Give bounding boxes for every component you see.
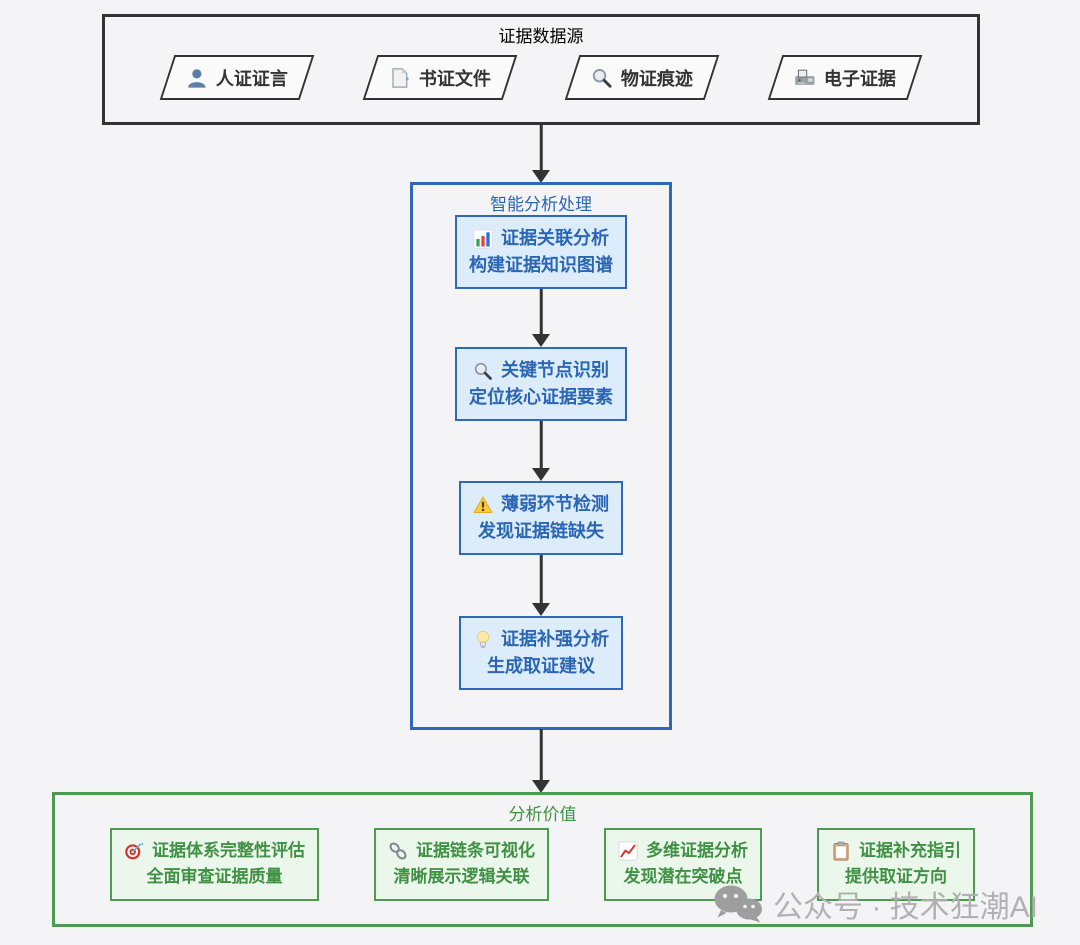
value-node-multidimensional-analysis: 多维证据分析 发现潜在突破点	[604, 828, 762, 901]
source-node-documentary-evidence: 书证文件	[362, 55, 518, 100]
step-node-line1: 薄弱环节检测	[501, 494, 609, 514]
magnifier-icon	[473, 361, 493, 381]
watermark: 公众号 · 技术狂潮AI	[712, 882, 1038, 926]
watermark-text: 公众号 · 技术狂潮AI	[773, 891, 1039, 924]
value-row: 证据体系完整性评估 全面审查证据质量 证据链条可视化 清晰展示逻辑关联	[55, 828, 1030, 901]
value-node-line1: 证据链条可视化	[416, 841, 535, 860]
source-node-witness-testimony: 人证证言	[160, 55, 315, 100]
processing-group-title: 智能分析处理	[490, 195, 592, 214]
arrow-step3-to-step4	[531, 555, 551, 616]
clipboard-icon	[831, 841, 851, 861]
magnifier-icon	[591, 67, 613, 89]
value-node-line1: 证据体系完整性评估	[152, 841, 305, 860]
value-group: 分析价值 证据体系完整性评估 全面审查证据质量 证据链条可视化	[52, 792, 1033, 927]
arrowhead-icon	[532, 468, 550, 481]
arrow-step2-to-step3	[531, 421, 551, 481]
source-node-electronic-evidence: 电子证据	[767, 55, 922, 100]
source-node-physical-evidence: 物证痕迹	[564, 55, 720, 100]
step-node-line1: 证据补强分析	[501, 629, 609, 649]
value-node-line2: 清晰展示逻辑关联	[393, 867, 530, 887]
source-node-label: 人证证言	[216, 68, 289, 89]
sources-group: 证据数据源 人证证言 书证文件	[102, 14, 980, 125]
wechat-icon	[712, 883, 764, 925]
dart-icon	[124, 841, 144, 861]
step-node-key-node-identification: 关键节点识别 定位核心证据要素	[455, 347, 627, 421]
arrow-processing-to-value	[531, 729, 551, 793]
value-node-chain-visualization: 证据链条可视化 清晰展示逻辑关联	[374, 828, 549, 901]
value-node-line2: 发现潜在突破点	[623, 867, 743, 887]
step-node-evidence-reinforcement: 证据补强分析 生成取证建议	[459, 616, 623, 690]
step-node-line2: 定位核心证据要素	[469, 387, 613, 407]
document-icon	[389, 67, 411, 89]
source-node-label: 书证文件	[418, 68, 491, 89]
arrowhead-icon	[532, 334, 550, 347]
processing-group: 智能分析处理 证据关联分析 构建证据知识图谱 关键节点识别 定位核心证据要素	[410, 182, 672, 730]
arrowhead-icon	[532, 603, 550, 616]
warning-icon	[473, 495, 493, 515]
value-node-completeness-assessment: 证据体系完整性评估 全面审查证据质量	[110, 828, 319, 901]
step-node-line2: 构建证据知识图谱	[469, 255, 613, 275]
sources-row: 人证证言 书证文件 物证痕迹	[105, 55, 977, 100]
step-node-line1: 关键节点识别	[501, 360, 609, 380]
arrow-step1-to-step2	[531, 289, 551, 347]
bulb-icon	[473, 630, 493, 650]
fax-icon	[794, 67, 816, 89]
step-node-weak-link-detection: 薄弱环节检测 发现证据链缺失	[459, 481, 623, 555]
arrowhead-icon	[532, 170, 550, 183]
bar-chart-icon	[473, 228, 493, 249]
chart-up-icon	[618, 841, 638, 861]
value-node-line1: 证据补充指引	[859, 841, 961, 860]
value-node-line2: 全面审查证据质量	[146, 867, 283, 887]
link-icon	[388, 841, 408, 861]
arrow-sources-to-processing	[531, 125, 551, 183]
step-node-line1: 证据关联分析	[501, 228, 609, 248]
step-node-line2: 生成取证建议	[487, 656, 595, 676]
value-node-supplement-guidance: 证据补充指引 提供取证方向	[817, 828, 975, 901]
step-node-evidence-correlation: 证据关联分析 构建证据知识图谱	[455, 215, 627, 289]
person-icon	[186, 67, 208, 89]
sources-group-title: 证据数据源	[498, 27, 584, 46]
value-node-line2: 提供取证方向	[845, 867, 947, 887]
arrowhead-icon	[532, 780, 550, 793]
value-node-line1: 多维证据分析	[646, 841, 748, 860]
source-node-label: 电子证据	[823, 68, 896, 89]
value-group-title: 分析价值	[508, 805, 577, 824]
source-node-label: 物证痕迹	[621, 68, 694, 89]
step-node-line2: 发现证据链缺失	[478, 521, 604, 541]
